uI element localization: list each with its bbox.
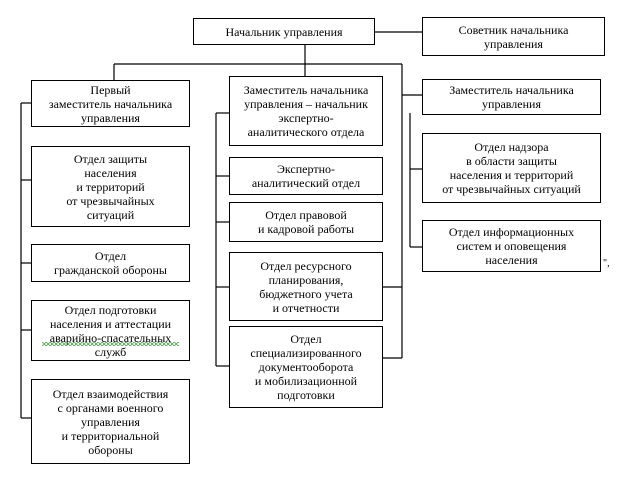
col2-dept3-box: Отдел ресурсного планирования, бюджетног… <box>229 252 383 321</box>
col2-dept1-label: Экспертно- аналитический отдел <box>251 162 361 190</box>
spellcheck-underline <box>42 342 179 346</box>
col3-dept2-box: Отдел информационных систем и оповещения… <box>422 220 601 272</box>
col3-deputy-box: Заместитель начальника управления <box>422 79 601 115</box>
col1-dept1-box: Отдел защиты населения и территорий от ч… <box>31 146 190 227</box>
col1-dept4-box: Отдел взаимодействия с органами военного… <box>31 379 190 464</box>
head-box: Начальник управления <box>193 18 375 45</box>
col3-dept2-label: Отдел информационных систем и оповещения… <box>448 225 575 267</box>
col1-deputy-label: Первый заместитель начальника управления <box>48 82 173 125</box>
head-label: Начальник управления <box>225 24 343 39</box>
col2-deputy-box: Заместитель начальника управления – нача… <box>229 76 383 146</box>
stray-mark: ", <box>603 258 610 269</box>
col1-dept2-box: Отдел гражданской обороны <box>31 244 190 282</box>
col1-dept3-box: Отдел подготовки населения и аттестации … <box>31 300 190 361</box>
col1-deputy-box: Первый заместитель начальника управления <box>31 80 190 127</box>
col3-deputy-label: Заместитель начальника управления <box>449 83 574 111</box>
advisor-label: Советник начальника управления <box>458 22 569 51</box>
col1-dept4-label: Отдел взаимодействия с органами военного… <box>52 386 169 457</box>
col2-dept4-box: Отдел специализированного документооборо… <box>229 326 383 408</box>
col2-dept3-label: Отдел ресурсного планирования, бюджетног… <box>259 258 353 315</box>
col2-deputy-label: Заместитель начальника управления – нача… <box>243 83 369 139</box>
col1-dept2-label: Отдел гражданской обороны <box>54 249 167 277</box>
col2-dept2-label: Отдел правовой и кадровой работы <box>257 208 355 236</box>
col2-dept2-box: Отдел правовой и кадровой работы <box>229 202 383 242</box>
advisor-box: Советник начальника управления <box>422 17 605 56</box>
col3-dept1-box: Отдел надзора в области защиты населения… <box>422 133 601 203</box>
col3-dept1-label: Отдел надзора в области защиты населения… <box>442 140 581 196</box>
col2-dept4-label: Отдел специализированного документооборо… <box>250 332 362 402</box>
col1-dept1-label: Отдел защиты населения и территорий от ч… <box>66 151 155 222</box>
col1-dept3-label: Отдел подготовки населения и аттестации … <box>49 302 172 359</box>
col2-dept1-box: Экспертно- аналитический отдел <box>229 157 383 195</box>
